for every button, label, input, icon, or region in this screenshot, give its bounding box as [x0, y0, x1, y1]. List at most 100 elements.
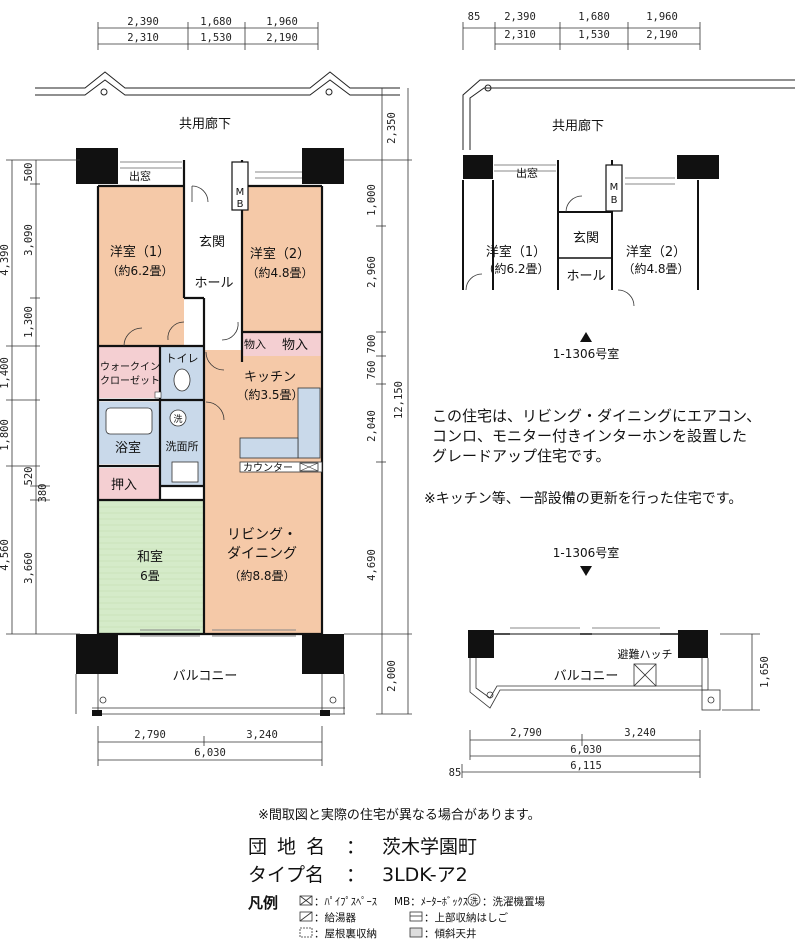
legend-item-washer: ：洗濯機置場	[482, 896, 545, 908]
label-western-room-1: 洋室（1）	[110, 244, 170, 260]
legend-item-ladder: ：上部収納はしご	[424, 912, 508, 924]
entrance-area	[184, 226, 242, 298]
right-dim-4: 700	[366, 335, 378, 354]
right-dim-7: 4,690	[366, 549, 378, 581]
detail-top-corridor-label: 共用廊下	[552, 118, 604, 134]
footer-disclaimer: ※間取図と実際の住宅が異なる場合があります。	[258, 808, 541, 823]
bottom-dimensions	[97, 726, 323, 766]
main-plan: 2,390 1,680 1,960 2,310 1,530 2,190 共用廊下	[0, 16, 412, 766]
top-dim-6: 2,190	[266, 32, 298, 44]
label-living-2: ダイニング	[227, 546, 297, 562]
bathtub-icon	[105, 407, 153, 435]
description-line-2: コンロ、モニター付きインターホンを設置した	[432, 427, 748, 445]
label-western-room-1-size: （約6.2畳）	[106, 263, 173, 278]
label-toilet: トイレ	[166, 352, 199, 365]
footer-complex-row: 団 地 名 ： 茨木学園町	[248, 832, 477, 859]
description-block: この住宅は、リビング・ダイニングにエアコン、 コンロ、モニター付きインターホンを…	[432, 406, 761, 466]
meter-box	[231, 161, 249, 211]
right-dim-2: 1,000	[366, 184, 378, 216]
footer-type-value: 3LDK-ア2	[382, 864, 468, 886]
legend-swatches	[299, 893, 481, 938]
detail-bottom-dim-2: 3,240	[624, 727, 656, 739]
windows	[120, 161, 303, 637]
balcony-outline	[75, 674, 345, 715]
footer-type-row: タイプ名 ： 3LDK-ア2	[248, 860, 468, 887]
corridor-roof-outline	[35, 71, 400, 96]
detail-top-room2: 洋室（2）	[626, 244, 686, 260]
left-dim-inner-2: 3,090	[23, 224, 35, 256]
structural-columns	[76, 148, 344, 674]
right-dim-8: 2,000	[386, 660, 398, 692]
toilet-icon	[173, 368, 191, 392]
legend-washer-icon	[467, 893, 481, 907]
detail-bottom-arrow-down-icon	[580, 566, 592, 576]
kitchen-fixtures	[239, 387, 323, 473]
legend-ladder-icon	[409, 911, 423, 922]
door-swings	[123, 185, 239, 421]
legend-item-meter-box: MB：ﾒｰﾀｰﾎﾞｯｸｽ	[394, 896, 469, 908]
detail-bottom-dim-1: 2,790	[510, 727, 542, 739]
label-japanese-room: 和室	[137, 549, 163, 565]
label-washroom: 洗面所	[166, 440, 199, 453]
footer-type-sep: ：	[346, 864, 366, 886]
western-room-1-area	[98, 186, 184, 346]
svg-text:B: B	[611, 195, 618, 206]
corridor-label: 共用廊下	[179, 116, 231, 132]
label-counter: カウンター	[243, 462, 293, 474]
detail-bottom-balcony: バルコニー	[554, 669, 619, 684]
label-walk-in-closet-1: ウォークイン	[100, 361, 160, 373]
label-western-room-2: 洋室（2）	[250, 246, 310, 262]
label-japanese-room-size: 6畳	[140, 569, 160, 583]
left-dim-outer-4: 4,560	[0, 539, 11, 571]
detail-top-dim-3: 1,680	[578, 11, 610, 23]
footer-type-label: タイプ名	[248, 864, 325, 886]
legend-item-slope: ：傾斜天井	[424, 928, 477, 940]
detail-top-entrance: 玄関	[573, 231, 599, 246]
storage-area	[242, 332, 322, 356]
label-kitchen-size: （約3.5畳）	[236, 387, 303, 402]
left-dim-inner-4: 520	[23, 467, 35, 486]
left-dim-outer-2: 1,400	[0, 357, 11, 389]
svg-text:M: M	[610, 182, 619, 193]
walk-in-closet-area	[98, 346, 160, 398]
label-balcony: バルコニー	[173, 669, 238, 684]
label-storage-b: 物入	[282, 338, 308, 353]
left-dim-inner-3: 1,300	[23, 306, 35, 338]
detail-top-arrow-up-icon	[580, 332, 592, 342]
detail-bottom-unit-label: 1-1306号室	[553, 545, 620, 560]
closet-area	[98, 468, 160, 500]
label-entrance: 玄関	[199, 235, 225, 250]
right-dim-total: 12,150	[393, 381, 405, 419]
footer-complex-label: 団 地 名	[248, 836, 328, 858]
detail-top-room2-size: （約4.8畳）	[622, 261, 689, 276]
legend-attic-icon	[299, 927, 313, 938]
label-bath: 浴室	[115, 440, 141, 456]
footer-complex-value: 茨木学園町	[382, 836, 478, 858]
japanese-room-area	[98, 500, 204, 634]
left-dimensions	[6, 159, 80, 635]
detail-bottom-evac-hatch: 避難ハッチ	[618, 647, 673, 661]
meter-box-label-m: M	[236, 187, 245, 198]
legend-slope-icon	[409, 927, 423, 938]
legend-title: 凡例	[248, 894, 279, 912]
legend-item-pipe-space: ：ﾊﾟｲﾌﾟｽﾍﾟｰｽ	[314, 896, 377, 908]
left-dim-inner-5: 380	[37, 484, 49, 503]
label-hall: ホール	[194, 276, 233, 291]
bottom-dim-total: 6,030	[194, 747, 226, 759]
detail-top-bay-window: 出窓	[516, 166, 538, 180]
detail-bottom-dim-5: 6,115	[570, 760, 602, 772]
left-dim-outer-3: 1,800	[0, 419, 11, 451]
label-kitchen: キッチン	[244, 370, 296, 385]
footer-complex-sep: ：	[346, 836, 366, 858]
pipe-space-icon-2	[154, 391, 162, 399]
top-dimensions	[97, 22, 319, 50]
top-dim-3: 1,960	[266, 16, 298, 28]
right-dim-5: 760	[366, 361, 378, 380]
description-note: ※キッチン等、一部設備の更新を行った住宅です。	[424, 491, 743, 507]
description-line-3: グレードアップ住宅です。	[432, 447, 611, 465]
meter-box-label-b: B	[237, 199, 244, 210]
detail-bottom-side-dim: 1,650	[759, 656, 771, 688]
legend-item-attic: ：屋根裏収納	[314, 928, 377, 940]
label-storage-a: 物入	[244, 337, 266, 351]
detail-bottom-dim-3: 6,030	[570, 744, 602, 756]
